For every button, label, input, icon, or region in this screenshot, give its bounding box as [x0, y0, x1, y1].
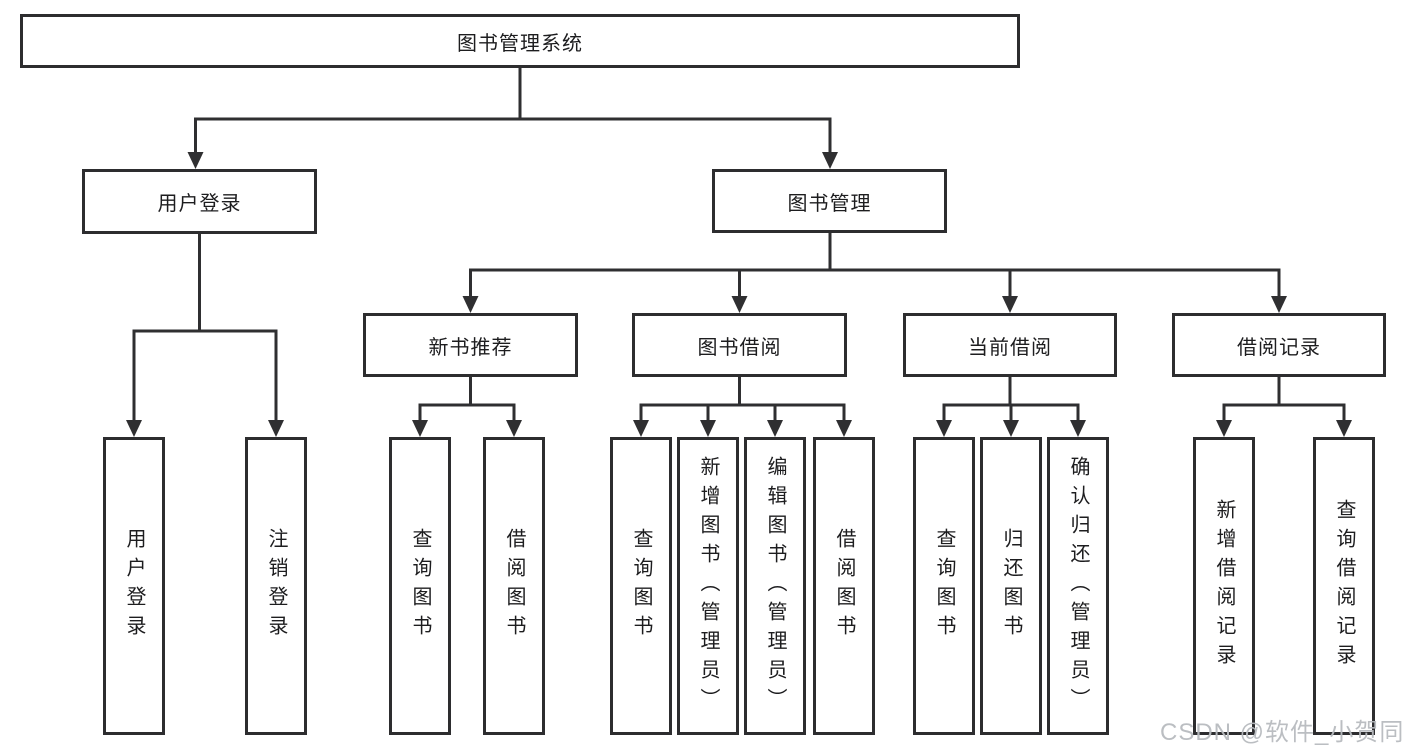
leaf-edit-books-admin: 编辑图书（管理员）: [744, 437, 806, 735]
leaf-return-books: 归还图书: [980, 437, 1042, 735]
node-current-borrowing-label: 当前借阅: [968, 336, 1052, 359]
node-book-management-label: 图书管理: [787, 192, 872, 215]
leaf-query-books-borrowing: 查询图书: [610, 437, 672, 735]
leaf-edit-books-admin-label: 编辑图书（管理员）: [764, 455, 786, 717]
watermark: CSDN @软件_小贺同学: [1160, 719, 1405, 746]
node-book-borrowing: 图书借阅: [632, 313, 847, 377]
leaf-add-books-admin: 新增图书（管理员）: [677, 437, 739, 735]
leaf-query-borrow-record: 查询借阅记录: [1313, 437, 1375, 735]
node-user-login: 用户登录: [82, 169, 317, 234]
leaf-confirm-return-admin-label: 确认归还（管理员）: [1067, 455, 1089, 717]
leaf-query-books-borrowing-label: 查询图书: [630, 528, 652, 644]
node-new-book-recommend: 新书推荐: [363, 313, 578, 377]
node-borrowing-records: 借阅记录: [1172, 313, 1386, 377]
leaf-logout-label: 注销登录: [265, 528, 287, 644]
node-book-borrowing-label: 图书借阅: [697, 336, 782, 359]
leaf-add-books-admin-label: 新增图书（管理员）: [697, 455, 719, 717]
leaf-logout: 注销登录: [245, 437, 307, 735]
node-user-login-label: 用户登录: [157, 193, 242, 215]
leaf-confirm-return-admin: 确认归还（管理员）: [1047, 437, 1109, 735]
leaf-query-books-current-label: 查询图书: [933, 528, 955, 644]
node-root-label: 图书管理系统: [457, 32, 583, 55]
leaf-query-books-recommend-label: 查询图书: [409, 528, 431, 644]
leaf-query-books-recommend: 查询图书: [389, 437, 451, 735]
leaf-borrow-books: 借阅图书: [813, 437, 875, 735]
node-borrowing-records-label: 借阅记录: [1237, 336, 1321, 359]
leaf-query-borrow-record-label: 查询借阅记录: [1333, 499, 1355, 673]
node-root: 图书管理系统: [20, 14, 1020, 68]
leaf-borrow-books-recommend-label: 借阅图书: [503, 528, 525, 644]
node-new-book-recommend-label: 新书推荐: [428, 336, 513, 359]
leaf-borrow-books-label: 借阅图书: [833, 528, 855, 644]
node-book-management: 图书管理: [712, 169, 947, 233]
node-current-borrowing: 当前借阅: [903, 313, 1117, 377]
leaf-user-login-label: 用户登录: [123, 528, 145, 644]
leaf-return-books-label: 归还图书: [1000, 528, 1022, 644]
leaf-add-borrow-record-label: 新增借阅记录: [1213, 499, 1235, 673]
leaf-borrow-books-recommend: 借阅图书: [483, 437, 545, 735]
leaf-add-borrow-record: 新增借阅记录: [1193, 437, 1255, 735]
leaf-user-login: 用户登录: [103, 437, 165, 735]
leaf-query-books-current: 查询图书: [913, 437, 975, 735]
